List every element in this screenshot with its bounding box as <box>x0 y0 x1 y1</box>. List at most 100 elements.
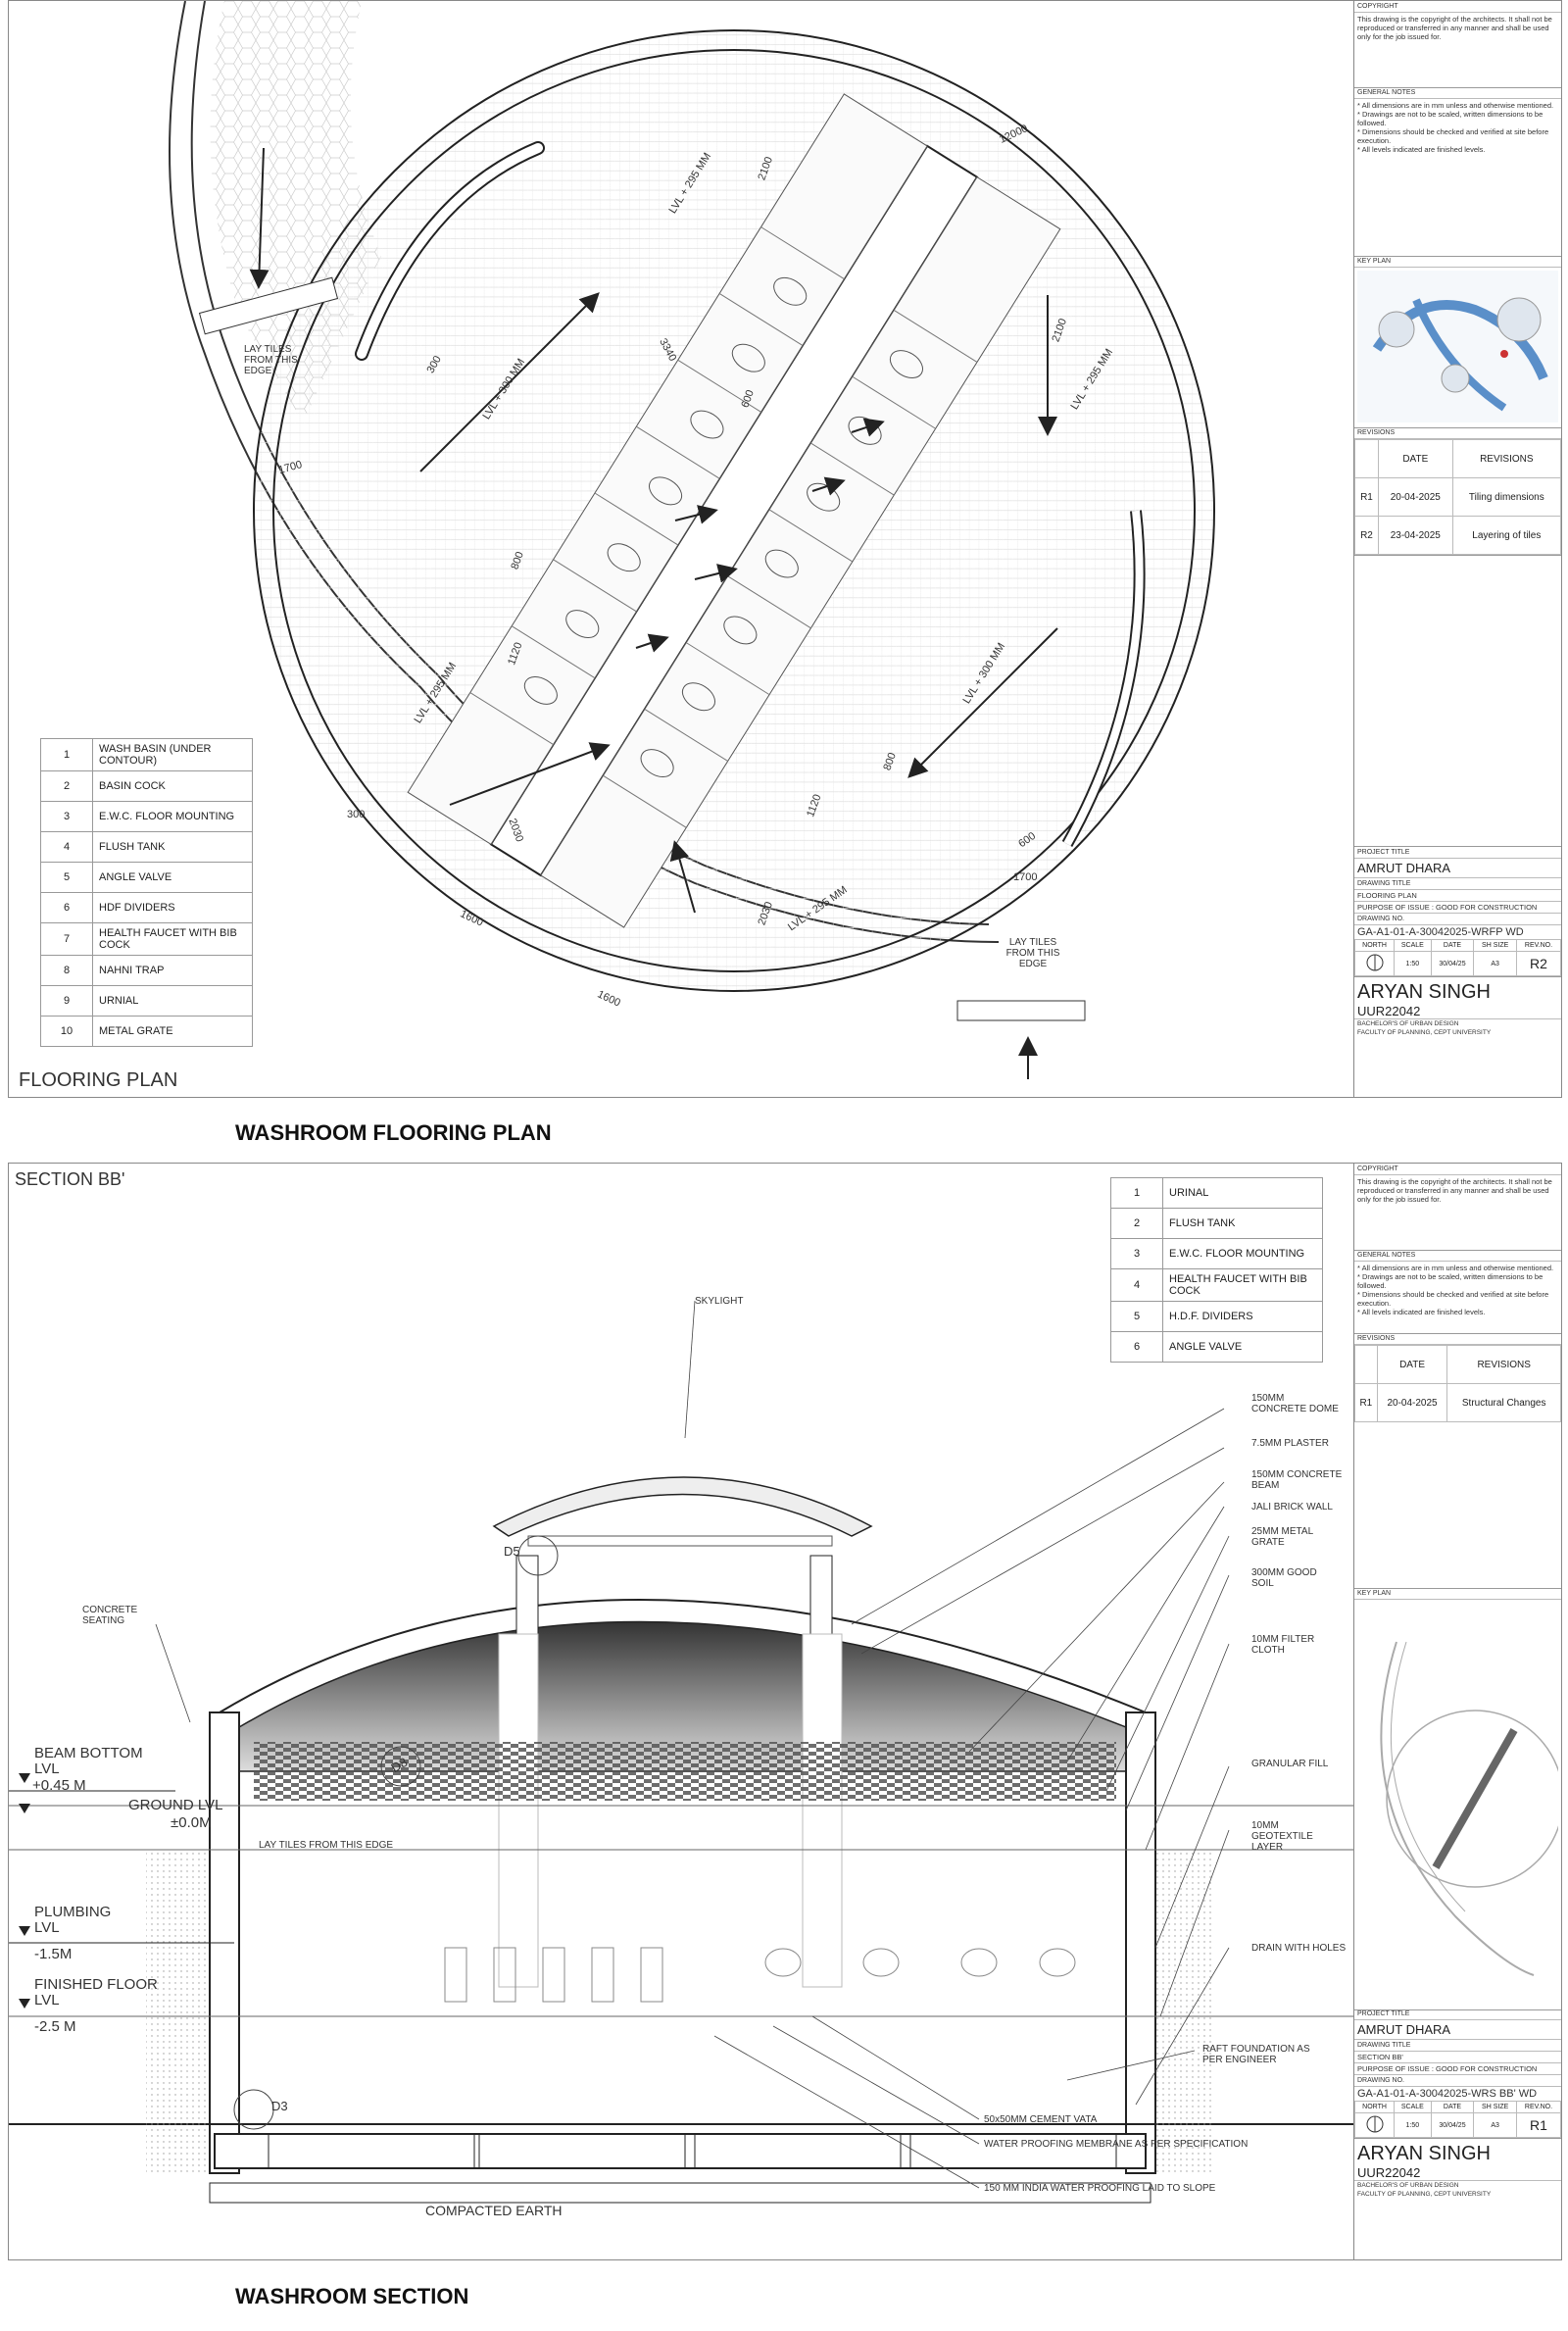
author-name: ARYAN SINGH <box>1354 2138 1561 2165</box>
legend-text: ANGLE VALVE <box>92 862 253 893</box>
copyright-block: COPYRIGHT This drawing is the copyright … <box>1354 1 1561 88</box>
concrete-dome <box>238 1620 1127 1772</box>
legend-number: 3 <box>1110 1238 1163 1269</box>
toilet-block <box>407 93 1061 928</box>
flooring-plan-drawing: LAY TILES FROM THIS EDGE LAY TILES FROM … <box>9 1 1354 1097</box>
project-block: PROJECT TITLE AMRUT DHARA DRAWING TITLE … <box>1353 846 1562 1098</box>
dimension: 300 <box>347 809 366 820</box>
legend-text: FLUSH TANK <box>1162 1208 1323 1239</box>
sheet-caption: WASHROOM FLOORING PLAN <box>235 1120 552 1145</box>
legend-number: 2 <box>40 770 93 802</box>
title-block: COPYRIGHT This drawing is the copyright … <box>1353 1164 1564 2259</box>
skylight-label: SKYLIGHT <box>695 1296 744 1307</box>
legend-number: 5 <box>40 862 93 893</box>
legend-number: 1 <box>40 738 93 771</box>
legend-text: HDF DIVIDERS <box>92 892 253 923</box>
author-id: UUR22042 <box>1357 1004 1421 1018</box>
flooring-plan-svg <box>169 1 1215 1079</box>
legend-number: 1 <box>1110 1177 1163 1209</box>
legend-number: 4 <box>1110 1268 1163 1302</box>
tile-direction-arrows <box>249 147 1058 1079</box>
lay-tiles-label-2: LAY TILES FROM THIS EDGE <box>1005 937 1060 969</box>
title-block: COPYRIGHT This drawing is the copyright … <box>1353 1 1562 1098</box>
legend-text: E.W.C. FLOOR MOUNTING <box>1162 1238 1323 1269</box>
general-note: * All levels indicated are finished leve… <box>1357 1308 1486 1316</box>
notes-block: GENERAL NOTES * All dimensions are in mm… <box>1354 87 1561 257</box>
general-note: * Drawings are not to be scaled, written… <box>1357 1272 1544 1290</box>
fixtures <box>444 1947 1076 2003</box>
legend-number: 5 <box>1110 1301 1163 1332</box>
drawing-title: FLOORING PLAN <box>1357 891 1417 900</box>
notes-block: GENERAL NOTES * All dimensions are in mm… <box>1354 1250 1561 1334</box>
legend-text: H.D.F. DIVIDERS <box>1162 1301 1323 1332</box>
legend-number: 3 <box>40 801 93 832</box>
view-title: FLOORING PLAN <box>19 1069 178 1091</box>
leader-lines <box>155 1300 1230 2189</box>
purpose: PURPOSE OF ISSUE : GOOD FOR CONSTRUCTION <box>1354 901 1561 913</box>
skylight-dome <box>492 1476 873 1537</box>
legend-text: URINAL <box>1162 1177 1323 1209</box>
general-note: * Dimensions should be checked and verif… <box>1357 127 1549 145</box>
general-note: * All dimensions are in mm unless and ot… <box>1357 101 1554 110</box>
general-note: * Drawings are not to be scaled, written… <box>1357 110 1544 127</box>
author-name: ARYAN SINGH <box>1354 976 1561 1004</box>
legend-text: ANGLE VALVE <box>1162 1331 1323 1363</box>
legend-text: E.W.C. FLOOR MOUNTING <box>92 801 253 832</box>
north-icon <box>1353 951 1396 976</box>
project-title: AMRUT DHARA <box>1357 861 1451 875</box>
legend-number: 2 <box>1110 1208 1163 1239</box>
lay-tiles-label-1: LAY TILES FROM THIS EDGE <box>244 344 298 376</box>
project-block: PROJECT TITLE AMRUT DHARA DRAWING TITLE … <box>1353 2009 1562 2259</box>
legend-text: WASH BASIN (UNDER CONTOUR) <box>92 738 253 771</box>
purpose: PURPOSE OF ISSUE : GOOD FOR CONSTRUCTION <box>1354 2062 1561 2074</box>
legend-text: URNIAL <box>92 985 253 1017</box>
copyright-block: COPYRIGHT This drawing is the copyright … <box>1354 1164 1561 1251</box>
legend-number: 6 <box>40 892 93 923</box>
view-title: SECTION BB' <box>15 1169 125 1189</box>
project-title: AMRUT DHARA <box>1357 2022 1451 2037</box>
level-markers <box>19 1773 30 2009</box>
legend-number: 4 <box>40 831 93 863</box>
drawing-number: GA-A1-01-A-30042025-WRS BB' WD <box>1357 2088 1538 2100</box>
legend-text: HEALTH FAUCET WITH BIB COCK <box>92 922 253 956</box>
legend-number: 10 <box>40 1016 93 1047</box>
legend-number: 9 <box>40 985 93 1017</box>
section-svg <box>9 1300 1353 2204</box>
legend-text: NAHNI TRAP <box>92 955 253 986</box>
drawing-title: SECTION BB' <box>1357 2053 1403 2061</box>
legend-text: HEALTH FAUCET WITH BIB COCK <box>1162 1268 1323 1302</box>
general-note: * All dimensions are in mm unless and ot… <box>1357 1264 1554 1272</box>
flooring-plan-sheet: LAY TILES FROM THIS EDGE LAY TILES FROM … <box>8 0 1562 1098</box>
legend-text: BASIN COCK <box>92 770 253 802</box>
